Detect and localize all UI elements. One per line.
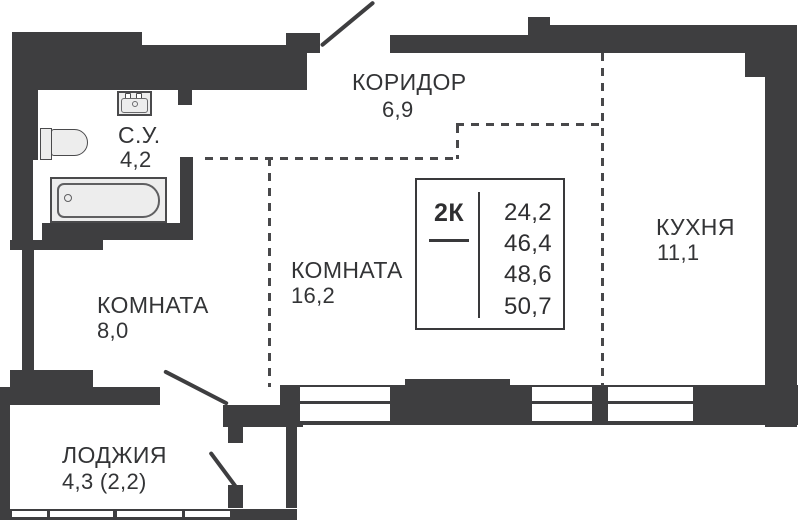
room-area-corridor: 6,9 bbox=[382, 97, 414, 122]
window-frame-line bbox=[532, 401, 592, 404]
room-area-kitchen: 11,1 bbox=[657, 240, 700, 265]
wall-segment bbox=[22, 250, 34, 372]
bathtub-drain bbox=[64, 194, 72, 202]
loggia-window bbox=[185, 511, 230, 517]
wall-segment bbox=[745, 53, 765, 77]
window bbox=[608, 387, 693, 421]
wall-segment bbox=[12, 85, 38, 160]
wall-segment bbox=[228, 405, 243, 443]
info-box-divider bbox=[478, 192, 480, 318]
dashed-boundary bbox=[601, 53, 604, 386]
room-label-room-small: КОМНАТА bbox=[97, 292, 209, 318]
room-label-loggia: ЛОДЖИЯ bbox=[62, 442, 167, 468]
wall-segment bbox=[228, 485, 243, 508]
sink-icon bbox=[117, 91, 152, 116]
wall-segment bbox=[286, 33, 320, 53]
area-value: 46,4 bbox=[504, 230, 552, 257]
loggia-window bbox=[12, 511, 47, 517]
bathtub-icon bbox=[50, 177, 167, 223]
room-area-room-large: 16,2 bbox=[291, 283, 336, 308]
room-area-loggia: 4,3 (2,2) bbox=[62, 469, 147, 494]
wall-segment bbox=[12, 45, 307, 90]
wall-segment bbox=[0, 387, 10, 520]
area-value: 24,2 bbox=[504, 199, 552, 226]
wall-segment bbox=[42, 223, 193, 240]
wall-segment bbox=[10, 370, 93, 405]
apartment-type-label: 2К bbox=[434, 199, 465, 227]
toilet-bowl bbox=[51, 129, 88, 156]
area-value: 50,7 bbox=[504, 293, 552, 320]
area-value: 48,6 bbox=[504, 261, 552, 288]
room-area-room-small: 8,0 bbox=[97, 318, 129, 343]
dashed-boundary bbox=[456, 125, 459, 159]
room-label-bathroom: С.У. bbox=[118, 122, 161, 148]
room-label-corridor: КОРИДОР bbox=[352, 69, 467, 95]
info-box-dash bbox=[429, 239, 469, 242]
room-label-room-large: КОМНАТА bbox=[291, 257, 403, 283]
window-frame-line bbox=[608, 401, 693, 404]
dashed-boundary bbox=[268, 158, 271, 387]
sink-basin bbox=[121, 98, 148, 113]
wall-segment bbox=[180, 157, 193, 240]
balcony-door-swing bbox=[163, 369, 229, 406]
wall-segment bbox=[93, 387, 160, 405]
dashed-boundary bbox=[456, 123, 604, 126]
wall-segment bbox=[286, 427, 297, 508]
loggia-window bbox=[50, 511, 113, 517]
wall-segment bbox=[178, 90, 192, 105]
wall-segment bbox=[405, 379, 510, 385]
window-frame-line bbox=[300, 401, 390, 404]
window bbox=[300, 387, 390, 421]
dashed-boundary bbox=[205, 157, 458, 160]
wall-segment bbox=[765, 53, 797, 427]
wall-segment bbox=[528, 17, 550, 35]
loggia-window bbox=[117, 511, 182, 517]
wall-segment bbox=[550, 25, 797, 53]
wall-segment bbox=[12, 158, 33, 250]
entrance-door-swing bbox=[319, 0, 376, 48]
apartment-info-box: 2К 24,2 46,4 48,6 50,7 bbox=[415, 178, 565, 330]
window bbox=[532, 387, 592, 421]
bathtub-basin bbox=[57, 183, 160, 218]
wall-segment bbox=[390, 35, 550, 53]
sink-drain bbox=[132, 101, 138, 107]
loggia-door-swing bbox=[208, 450, 238, 489]
room-area-bathroom: 4,2 bbox=[120, 147, 152, 172]
wall-segment bbox=[10, 240, 103, 250]
room-label-kitchen: КУХНЯ bbox=[656, 214, 735, 240]
